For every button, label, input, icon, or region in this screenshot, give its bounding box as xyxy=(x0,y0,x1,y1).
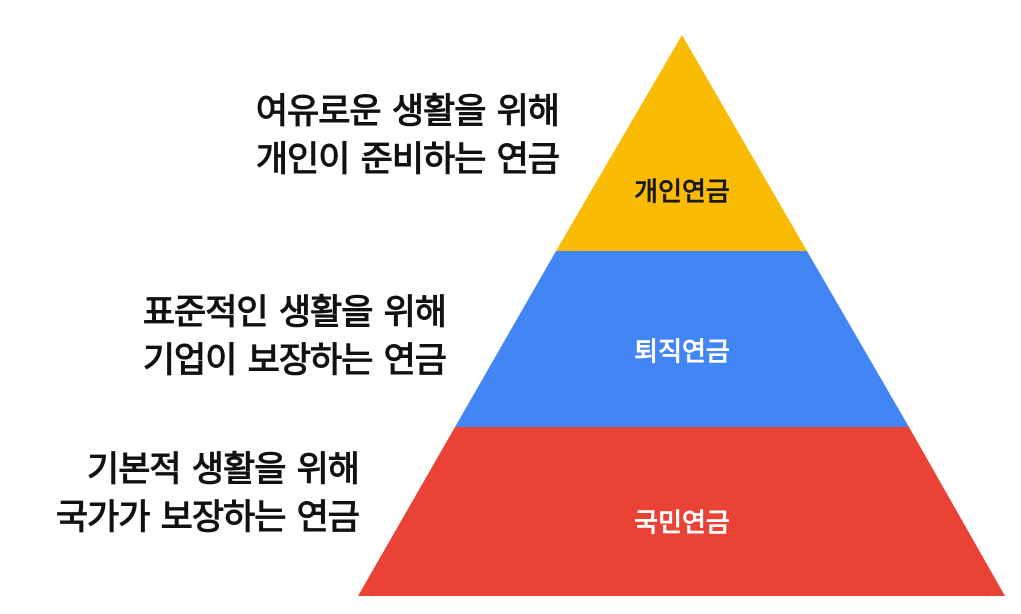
description-national-pension: 기본적 생활을 위해 국가가 보장하는 연금 xyxy=(55,446,360,542)
tier-label-individual-pension: 개인연금 xyxy=(634,178,730,208)
description-line: 국가가 보장하는 연금 xyxy=(55,498,360,538)
description-line: 기본적 생활을 위해 xyxy=(87,450,360,490)
pyramid-tier-national-pension xyxy=(358,427,1005,596)
description-line: 표준적인 생활을 위해 xyxy=(142,293,447,333)
description-retirement-pension: 표준적인 생활을 위해 기업이 보장하는 연금 xyxy=(142,289,447,385)
description-line: 기업이 보장하는 연금 xyxy=(142,341,447,381)
pyramid-tier-retirement-pension xyxy=(455,251,909,427)
pyramid-tier-individual-pension xyxy=(556,35,807,251)
description-line: 개인이 준비하는 연금 xyxy=(255,140,560,180)
description-line: 여유로운 생활을 위해 xyxy=(255,92,560,132)
description-individual-pension: 여유로운 생활을 위해 개인이 준비하는 연금 xyxy=(255,88,560,184)
tier-label-national-pension: 국민연금 xyxy=(634,509,730,539)
tier-label-retirement-pension: 퇴직연금 xyxy=(634,338,730,368)
